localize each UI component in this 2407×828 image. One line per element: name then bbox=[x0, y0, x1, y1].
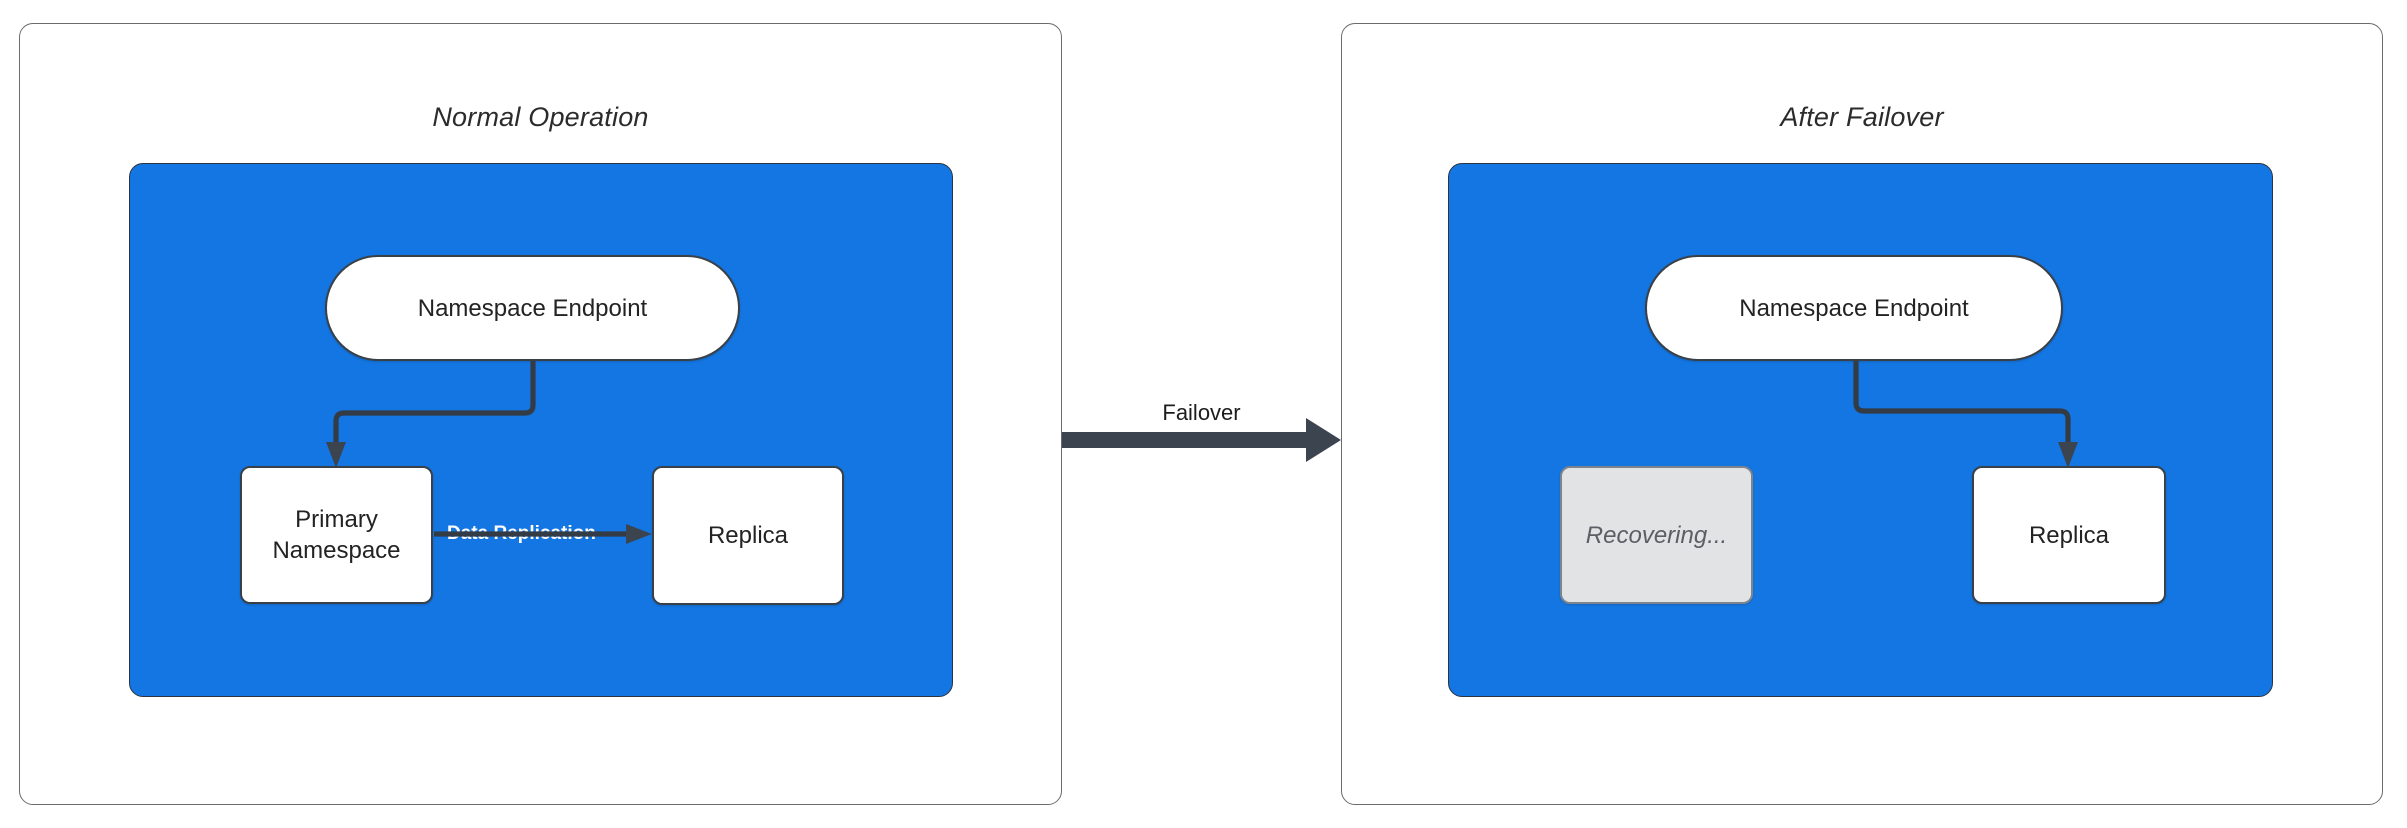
node-label: Replica bbox=[2028, 521, 2110, 549]
panel-title-after-failover: After Failover bbox=[1780, 102, 1944, 132]
edge-label-data-replication: Data Replication bbox=[447, 523, 596, 544]
node-label: Primary Namespace bbox=[272, 506, 401, 564]
zone-primary-region bbox=[129, 163, 953, 697]
node-label: Replica bbox=[707, 522, 789, 549]
node-replica-normal[interactable]: Replica bbox=[652, 466, 844, 605]
transition-label-failover: Failover bbox=[1162, 400, 1241, 425]
node-namespace-endpoint-failover[interactable]: Namespace Endpoint bbox=[1645, 255, 2063, 361]
node-label: Recovering... bbox=[1585, 521, 1728, 549]
node-label: Namespace Endpoint bbox=[1739, 294, 1969, 322]
node-namespace-endpoint-normal[interactable]: Namespace Endpoint bbox=[325, 255, 740, 361]
node-replica-failover[interactable]: Replica bbox=[1972, 466, 2166, 604]
panel-title-normal-operation: Normal Operation bbox=[432, 102, 649, 132]
node-recovering[interactable]: Recovering... bbox=[1560, 466, 1753, 604]
node-primary-namespace[interactable]: Primary Namespace bbox=[240, 466, 433, 604]
zone-failover-region bbox=[1448, 163, 2273, 697]
node-label: Namespace Endpoint bbox=[417, 294, 648, 322]
